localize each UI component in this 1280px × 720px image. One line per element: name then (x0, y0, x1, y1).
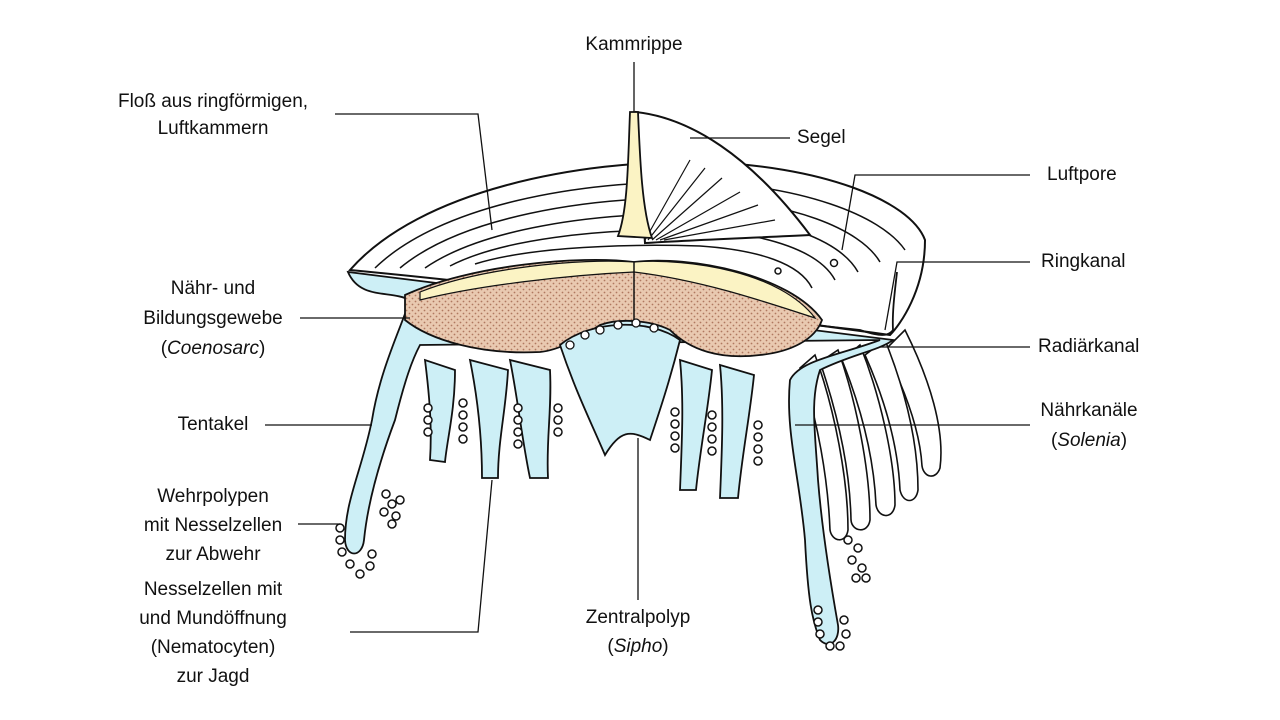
label-nessel-line3: (Nematocyten) (150, 637, 276, 658)
label-nessel-line4: zur Jagd (176, 666, 250, 687)
label-solenia: (Solenia) (1050, 430, 1128, 451)
central-polyp (558, 323, 682, 457)
label-sipho: (Sipho) (607, 636, 669, 657)
body-canal-system (344, 270, 896, 645)
air-pore-dot (829, 258, 839, 268)
label-naehr-line2: Bildungsgewebe (143, 308, 283, 329)
label-naehrkanaele: Nährkanäle (1040, 400, 1138, 421)
label-zentralpolyp: Zentralpolyp (585, 607, 691, 628)
polyps (423, 358, 755, 499)
yellow-tissue-band (419, 260, 817, 320)
label-tentakel: Tentakel (177, 414, 249, 435)
label-coenosarc: (Coenosarc) (160, 338, 266, 359)
label-nessel-line1: Nesselzellen mit (143, 579, 283, 600)
sail (634, 110, 812, 245)
label-segel: Segel (797, 127, 846, 148)
central-polyp-pores (565, 318, 659, 350)
label-sipho-italic: Sipho (613, 636, 663, 657)
label-coenosarc-italic: Coenosarc (167, 338, 259, 359)
label-wehr-line2: mit Nesselzellen (143, 515, 283, 536)
label-luftpore: Luftpore (1047, 164, 1117, 185)
label-wehr-line3: zur Abwehr (165, 544, 261, 565)
label-radiaerkanal: Radiärkanal (1038, 336, 1140, 357)
crest-rib (616, 111, 654, 239)
label-kammrippe: Kammrippe (585, 34, 683, 55)
label-naehr-line1: Nähr- und (170, 278, 256, 299)
label-floss-line2: Luftkammern (157, 118, 269, 139)
label-wehr-line1: Wehrpolypen (157, 486, 269, 507)
label-ringkanal: Ringkanal (1041, 251, 1126, 272)
label-nessel-line2: und Mundöffnung (139, 608, 287, 629)
leader-lines (265, 62, 1030, 633)
nettle-cell-clusters (335, 398, 871, 651)
label-floss-line1: Floß aus ringförmigen, (117, 91, 309, 112)
label-solenia-italic: Solenia (1057, 430, 1121, 451)
air-pore-dot-2 (774, 267, 782, 275)
